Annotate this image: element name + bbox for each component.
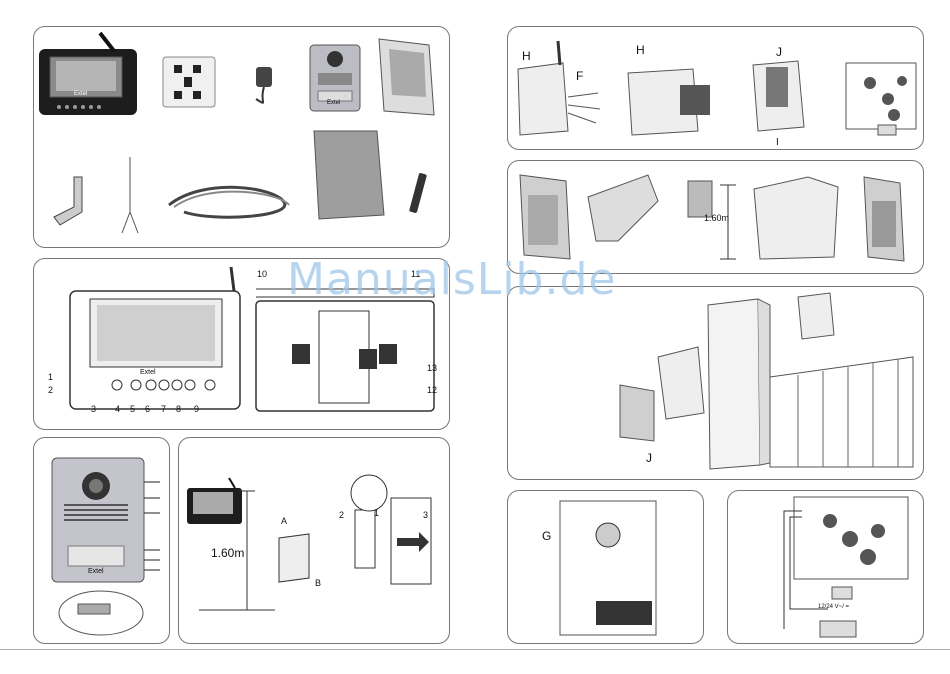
callout-6: 6	[145, 404, 150, 414]
letter-h-1: H	[522, 49, 531, 63]
callout-13: 13	[427, 363, 437, 373]
callout-4: 4	[115, 404, 120, 414]
callout-2: 2	[48, 385, 53, 395]
panel-gate-installation: J	[507, 286, 924, 480]
doorstation-brand-label-2: Extel	[88, 568, 104, 575]
panel-package-contents: Extel Extel	[33, 26, 450, 248]
install-height-label: 1.60m	[211, 546, 244, 560]
monitor-brand-label: Extel	[74, 91, 87, 97]
doorstation-drawing	[34, 438, 169, 643]
watermark-text: ManualsLib.de	[287, 254, 616, 305]
callout-1: 1	[48, 372, 53, 382]
callout-12: 12	[427, 385, 437, 395]
step-1: 1	[374, 508, 379, 518]
panel-doorstation: Extel	[33, 437, 170, 644]
power-spec-label: 12/24 V~/ =	[818, 604, 849, 610]
letter-a: A	[281, 516, 287, 526]
install-height-label-small: 1.60m	[704, 213, 729, 223]
callout-8: 8	[176, 404, 181, 414]
letter-i: I	[776, 137, 779, 148]
callout-5: 5	[130, 404, 135, 414]
package-contents-drawing	[34, 27, 449, 247]
letter-f: F	[576, 69, 583, 83]
gate-installation-drawing	[508, 287, 923, 479]
doorstation-brand-label: Extel	[327, 100, 340, 106]
panel-backplate: G	[507, 490, 704, 644]
callout-9: 9	[194, 404, 199, 414]
doorstation-wiring-drawing	[508, 27, 923, 149]
letter-g: G	[542, 529, 551, 543]
step-2: 2	[339, 510, 344, 520]
letter-h-2: H	[636, 43, 645, 57]
panel-doorstation-wiring: H F H J I	[507, 26, 924, 150]
step-3: 3	[423, 510, 428, 520]
wiring-board-drawing	[728, 491, 923, 643]
callout-3: 3	[91, 404, 96, 414]
backplate-drawing	[508, 491, 703, 643]
letter-b: B	[315, 578, 321, 588]
monitor-brand-label-2: Extel	[140, 369, 156, 376]
callout-7: 7	[161, 404, 166, 414]
letter-j-2: J	[646, 451, 652, 465]
page-bottom-rule	[0, 649, 950, 650]
panel-wiring-board: 12/24 V~/ =	[727, 490, 924, 644]
monitor-mounting-drawing	[179, 438, 449, 643]
callout-10: 10	[257, 269, 267, 279]
panel-monitor-mounting: 1.60m A B 1 2 3	[178, 437, 450, 644]
letter-j: J	[776, 45, 782, 59]
